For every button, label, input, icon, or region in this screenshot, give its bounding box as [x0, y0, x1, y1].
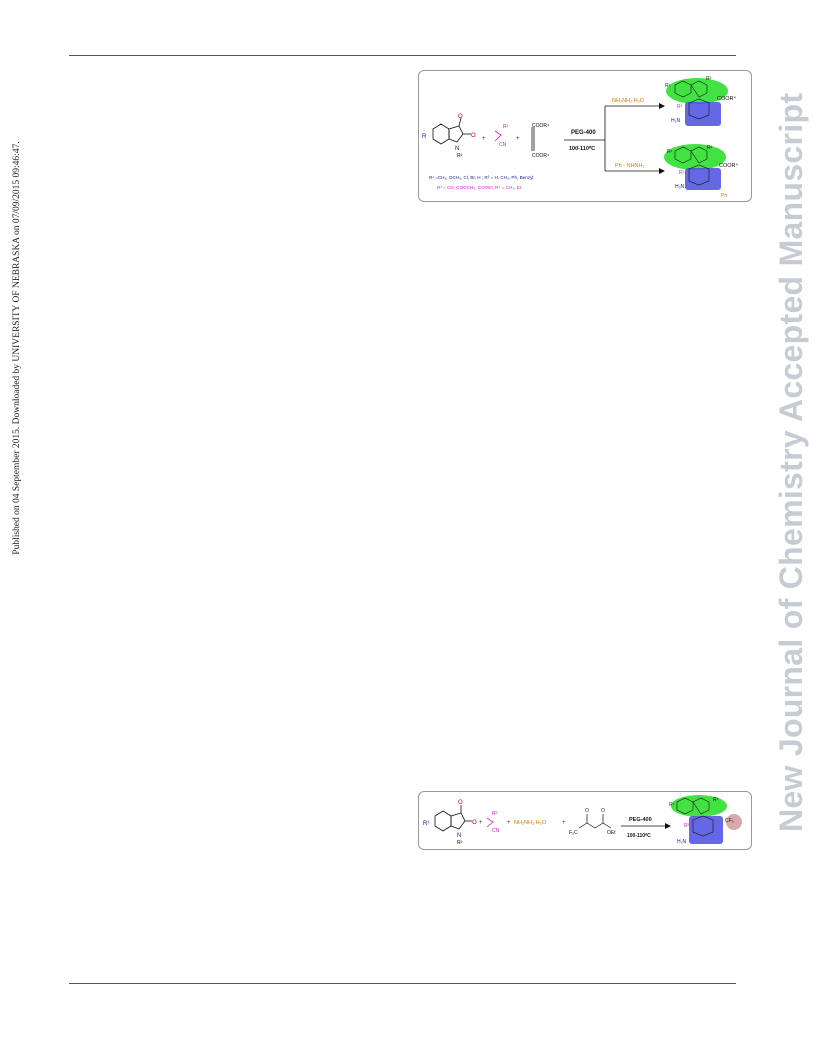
isatin-structure	[432, 117, 471, 145]
isatin-2-o-top: O	[458, 800, 463, 806]
header-rule	[69, 55, 736, 56]
isatin-2-n: N	[457, 833, 461, 839]
product-bottom-coor: COOR⁴	[719, 162, 739, 169]
scheme2-arrow-head	[665, 823, 671, 829]
scheme2-plus-1: +	[479, 820, 483, 826]
scheme2-product-structure	[676, 797, 714, 837]
product-bottom-r2: R²	[707, 145, 713, 151]
isatin-structure-2	[434, 805, 472, 832]
journal-watermark: New Journal of Chemistry Accepted Manusc…	[773, 92, 809, 832]
scheme2-product-cf3: CF₃	[725, 818, 734, 824]
product-top-r1: R¹	[665, 83, 671, 89]
scheme-1-graphic: O O N R² R + R³ CN + COOR⁴ COOR⁴ PEG-400…	[422, 76, 739, 199]
arrow-head-bottom	[659, 168, 665, 174]
legend-line-2: R³ = CN, COOCH₃, COOEt; R⁴ = CH₃, Et	[437, 185, 522, 190]
scheme2-cf3-highlight	[726, 814, 742, 830]
scheme2-plus-2: +	[507, 820, 511, 826]
ketoester-f3c: F₃C	[569, 830, 578, 836]
product-top-blue-highlight	[685, 102, 721, 126]
conditions-bottom: 100-110⁰C	[569, 145, 595, 152]
alkyne-top: COOR⁴	[532, 123, 549, 129]
nitrile-2-r3: R³	[492, 811, 498, 817]
arrow-head-top	[659, 103, 665, 109]
ketoester-o-2: O	[601, 808, 605, 814]
scheme-2-graphic: O O N R² R¹ + R³ CN + NH₂NH₂.H₂O + O O F…	[423, 795, 742, 846]
scheme2-product-h2n: H₂N	[677, 839, 687, 845]
nitrile-2-structure	[486, 817, 494, 828]
ketoester-oet: OEt	[607, 830, 616, 836]
isatin-o-right: O	[471, 133, 476, 139]
scheme2-plus-3: +	[562, 820, 566, 826]
nitrile-structure	[494, 130, 502, 142]
product-top-r2: R²	[706, 76, 712, 82]
product-bottom-r3: R³	[679, 170, 685, 176]
scheme-1: O O N R² R + R³ CN + COOR⁴ COOR⁴ PEG-400…	[418, 70, 752, 202]
scheme2-green-highlight	[671, 795, 727, 817]
branch-arrows	[604, 105, 659, 172]
scheme2-product-r3: R³	[684, 823, 690, 829]
nitrile-2-cn: CN	[492, 828, 500, 834]
footer-rule	[69, 983, 736, 984]
product-top-structure	[674, 80, 710, 120]
isatin-2-r2: R²	[457, 840, 463, 846]
scheme2-hydrazine: NH₂NH₂.H₂O	[514, 820, 547, 826]
nitrile-r3: R³	[503, 124, 509, 130]
legend-line-1: R¹ =CH₃, OCH₃, Cl, Br, H ; R² = H, CH₃, …	[429, 175, 533, 180]
plus-2: +	[516, 136, 520, 142]
publication-sidebar: Published on 04 September 2015. Download…	[12, 141, 22, 555]
isatin-r: R	[422, 134, 427, 140]
scheme2-product-r1: R¹	[669, 802, 675, 808]
product-bottom-ph: Ph	[721, 193, 727, 199]
isatin-r2: R²	[457, 153, 463, 159]
branch-bottom-reagent: Ph - NHNH₂	[615, 163, 645, 169]
product-bottom-h2n: H₂N	[675, 184, 685, 190]
ketoester-o-1: O	[585, 808, 589, 814]
conditions-top: PEG-400	[571, 130, 596, 136]
product-top-r3: R³	[677, 104, 683, 110]
nitrile-cn: CN	[499, 142, 507, 148]
isatin-2-r1: R¹	[423, 821, 429, 827]
product-top-coor: COOR⁴	[717, 95, 737, 102]
product-top-green-highlight	[666, 78, 728, 104]
product-top-h2n: H₂N	[671, 118, 681, 124]
alkyne-bottom: COOR⁴	[532, 153, 549, 159]
plus-1: +	[482, 136, 486, 142]
branch-top-reagent: NH₂NH₂.H₂O	[612, 98, 645, 104]
isatin-n: N	[455, 146, 459, 152]
scheme2-conditions-top: PEG-400	[629, 817, 652, 823]
scheme-2: O O N R² R¹ + R³ CN + NH₂NH₂.H₂O + O O F…	[418, 791, 752, 850]
isatin-o-top: O	[458, 114, 463, 120]
isatin-2-o-right: O	[472, 820, 477, 826]
scheme2-conditions-bottom: 100-110⁰C	[627, 833, 651, 839]
alkyne-structure	[531, 127, 535, 151]
scheme2-blue-highlight	[689, 816, 723, 844]
product-bottom-blue-highlight	[685, 168, 721, 190]
product-bottom-r1: R¹	[667, 149, 673, 155]
ketoester-structure	[578, 814, 612, 829]
scheme2-product-r2: R²	[713, 797, 719, 803]
product-bottom-structure	[674, 146, 710, 186]
